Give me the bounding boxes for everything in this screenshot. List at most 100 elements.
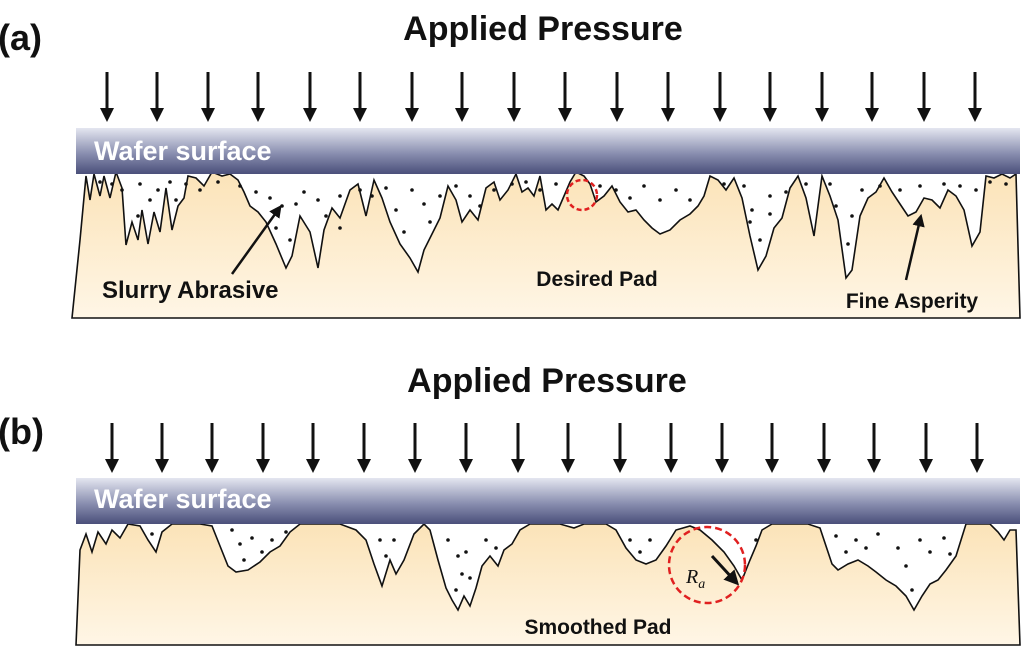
down-arrow-icon <box>867 423 881 473</box>
slurry-particle <box>260 550 264 554</box>
down-arrow-icon <box>917 72 931 122</box>
slurry-particle <box>834 204 838 208</box>
slurry-particle <box>878 184 882 188</box>
slurry-particle <box>478 204 482 208</box>
panel-b-label: (b) <box>0 411 44 452</box>
slurry-particle <box>270 538 274 542</box>
down-arrow-icon <box>511 423 525 473</box>
slurry-particle <box>422 202 426 206</box>
slurry-particle <box>750 208 754 212</box>
slurry-particle <box>428 220 432 224</box>
slurry-particle <box>456 554 460 558</box>
panel-b: (b) Applied Pressure Wafer surface Ra Sm… <box>0 362 1021 646</box>
slurry-particle <box>392 538 396 542</box>
pressure-arrows-b <box>105 423 984 473</box>
slurry-particle <box>988 180 992 184</box>
slurry-particle <box>850 214 854 218</box>
slurry-particle <box>742 184 746 188</box>
smoothed-pad-label: Smoothed Pad <box>524 616 671 639</box>
slurry-particle <box>844 550 848 554</box>
slurry-particle <box>876 532 880 536</box>
panel-a-title: Applied Pressure <box>403 10 683 48</box>
slurry-particle <box>896 546 900 550</box>
slurry-particle <box>854 538 858 542</box>
slurry-particle <box>324 214 328 218</box>
down-arrow-icon <box>715 423 729 473</box>
slurry-particle <box>316 198 320 202</box>
slurry-particle <box>98 180 102 184</box>
down-arrow-icon <box>558 72 572 122</box>
down-arrow-icon <box>815 72 829 122</box>
slurry-particle <box>174 198 178 202</box>
slurry-particle <box>748 220 752 224</box>
slurry-particle <box>918 538 922 542</box>
down-arrow-icon <box>763 72 777 122</box>
slurry-particle <box>538 188 542 192</box>
down-arrow-icon <box>100 72 114 122</box>
slurry-abrasive-label: Slurry Abrasive <box>102 277 279 304</box>
roughness-arrow-icon <box>710 554 740 586</box>
pad-rough-a <box>71 169 1021 319</box>
slurry-particle <box>754 538 758 542</box>
slurry-particle <box>648 538 652 542</box>
slurry-particle <box>394 208 398 212</box>
slurry-particle <box>238 542 242 546</box>
slurry-particle <box>156 188 160 192</box>
down-arrow-icon <box>610 72 624 122</box>
pad-smooth-b <box>75 522 1021 646</box>
slurry-particle <box>1004 182 1008 186</box>
slurry-particle <box>524 180 528 184</box>
slurry-particle <box>384 554 388 558</box>
slurry-particle <box>598 184 602 188</box>
slurry-particle <box>468 194 472 198</box>
wafer-label-b: Wafer surface <box>94 484 272 514</box>
down-arrow-icon <box>155 423 169 473</box>
slurry-particle <box>138 182 142 186</box>
slurry-particle <box>658 198 662 202</box>
slurry-particle <box>250 536 254 540</box>
panel-a-label: (a) <box>0 17 42 58</box>
slurry-particle <box>722 182 726 186</box>
slurry-particle <box>614 188 618 192</box>
down-arrow-icon <box>405 72 419 122</box>
slurry-particle <box>768 212 772 216</box>
slurry-particle <box>268 196 272 200</box>
fine-asperity-label: Fine Asperity <box>846 290 979 313</box>
down-arrow-icon <box>613 423 627 473</box>
slurry-particle <box>910 588 914 592</box>
slurry-particle <box>554 182 558 186</box>
down-arrow-icon <box>507 72 521 122</box>
down-arrow-icon <box>303 72 317 122</box>
slurry-particle <box>768 194 772 198</box>
slurry-particle <box>230 528 234 532</box>
wafer-b <box>76 478 1020 524</box>
slurry-particle <box>642 184 646 188</box>
slurry-particle <box>110 182 114 186</box>
slurry-particle <box>280 204 284 208</box>
down-arrow-icon <box>765 423 779 473</box>
slurry-particle <box>674 188 678 192</box>
slurry-particle <box>302 190 306 194</box>
down-arrow-icon <box>664 423 678 473</box>
slurry-particle <box>120 188 124 192</box>
down-arrow-icon <box>713 72 727 122</box>
slurry-particle <box>438 194 442 198</box>
slurry-particle <box>846 242 850 246</box>
slurry-particle <box>384 186 388 190</box>
slurry-leader-arrow-icon <box>230 204 282 275</box>
slurry-particle <box>198 188 202 192</box>
down-arrow-icon <box>459 423 473 473</box>
slurry-particle <box>370 194 374 198</box>
slurry-particle <box>928 550 932 554</box>
wafer-a <box>76 128 1020 174</box>
slurry-particle <box>464 550 468 554</box>
slurry-particle <box>804 182 808 186</box>
down-arrow-icon <box>968 72 982 122</box>
highlight-circle-b <box>667 525 747 605</box>
slurry-particle <box>494 546 498 550</box>
slurry-particle <box>948 552 952 556</box>
down-arrow-icon <box>357 423 371 473</box>
slurry-particle <box>358 188 362 192</box>
down-arrow-icon <box>201 72 215 122</box>
down-arrow-icon <box>865 72 879 122</box>
